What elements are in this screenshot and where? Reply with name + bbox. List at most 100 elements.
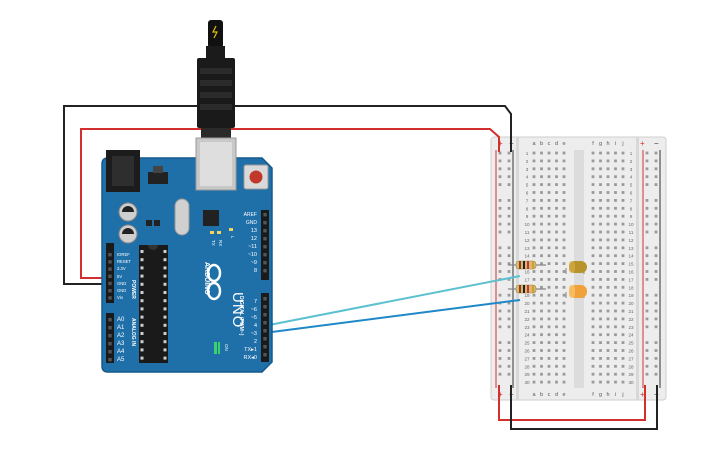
breadboard-hole[interactable] <box>540 333 543 337</box>
breadboard-hole[interactable] <box>555 151 558 155</box>
header-pin[interactable] <box>263 213 267 217</box>
breadboard-hole[interactable] <box>547 167 551 171</box>
rail-hole[interactable] <box>645 254 649 258</box>
breadboard-hole[interactable] <box>540 199 543 202</box>
rail-hole[interactable] <box>654 341 658 344</box>
breadboard-hole[interactable] <box>606 333 610 337</box>
breadboard-hole[interactable] <box>606 349 610 352</box>
breadboard-hole[interactable] <box>540 254 543 258</box>
rail-hole[interactable] <box>654 309 658 313</box>
rail-hole[interactable] <box>498 230 502 234</box>
rail-hole[interactable] <box>498 349 502 352</box>
breadboard-hole[interactable] <box>591 341 595 344</box>
rail-hole[interactable] <box>507 325 511 329</box>
rail-hole[interactable] <box>498 159 502 163</box>
header-pin[interactable] <box>263 245 267 249</box>
breadboard-hole[interactable] <box>555 206 558 210</box>
breadboard-hole[interactable] <box>621 262 625 265</box>
breadboard-hole[interactable] <box>606 214 610 218</box>
rail-hole[interactable] <box>645 222 649 226</box>
breadboard-hole[interactable] <box>606 341 610 344</box>
breadboard-hole[interactable] <box>621 341 625 344</box>
rail-hole[interactable] <box>654 159 658 163</box>
breadboard-hole[interactable] <box>606 301 610 305</box>
header-pin[interactable] <box>108 289 112 293</box>
breadboard-hole[interactable] <box>614 151 617 155</box>
arduino-uno[interactable]: ARDUINO UNO TX RX L ON <box>101 20 273 373</box>
breadboard-hole[interactable] <box>599 222 602 226</box>
rail-hole[interactable] <box>507 183 511 186</box>
header-pin[interactable] <box>263 321 267 325</box>
breadboard-hole[interactable] <box>591 206 595 210</box>
breadboard-hole[interactable] <box>547 285 551 289</box>
breadboard-hole[interactable] <box>532 254 536 258</box>
rail-hole[interactable] <box>654 357 658 360</box>
rail-hole[interactable] <box>645 199 649 202</box>
breadboard-hole[interactable] <box>555 159 558 163</box>
breadboard-hole[interactable] <box>562 270 566 273</box>
rail-hole[interactable] <box>654 151 658 155</box>
rail-hole[interactable] <box>645 159 649 163</box>
breadboard-hole[interactable] <box>555 317 558 321</box>
breadboard-hole[interactable] <box>614 159 617 163</box>
breadboard-hole[interactable] <box>599 325 602 329</box>
rail-hole[interactable] <box>498 175 502 179</box>
rail-hole[interactable] <box>507 372 511 376</box>
rail-hole[interactable] <box>645 262 649 265</box>
header-pin[interactable] <box>263 337 267 341</box>
breadboard-hole[interactable] <box>621 357 625 360</box>
breadboard-hole[interactable] <box>614 364 617 368</box>
rail-hole[interactable] <box>645 246 649 250</box>
wire-5v-red[interactable] <box>80 128 500 279</box>
breadboard-hole[interactable] <box>562 309 566 313</box>
header-pin[interactable] <box>263 229 267 233</box>
breadboard-hole[interactable] <box>591 175 595 179</box>
rail-hole[interactable] <box>645 183 649 186</box>
rail-hole[interactable] <box>654 214 658 218</box>
breadboard-hole[interactable] <box>555 333 558 337</box>
breadboard-hole[interactable] <box>532 270 536 273</box>
breadboard-hole[interactable] <box>547 357 551 360</box>
breadboard-hole[interactable] <box>606 293 610 297</box>
breadboard-hole[interactable] <box>547 175 551 179</box>
rail-hole[interactable] <box>498 293 502 297</box>
breadboard-hole[interactable] <box>606 325 610 329</box>
breadboard-hole[interactable] <box>555 222 558 226</box>
breadboard-hole[interactable] <box>606 230 610 234</box>
breadboard-hole[interactable] <box>555 309 558 313</box>
breadboard-hole[interactable] <box>606 270 610 273</box>
breadboard-hole[interactable] <box>621 230 625 234</box>
breadboard-hole[interactable] <box>547 230 551 234</box>
breadboard-hole[interactable] <box>547 199 551 202</box>
breadboard-hole[interactable] <box>547 246 551 250</box>
led-top[interactable] <box>565 261 587 274</box>
breadboard-hole[interactable] <box>606 183 610 186</box>
breadboard-hole[interactable] <box>540 167 543 171</box>
reset-button-cap[interactable] <box>249 170 263 184</box>
header-pin[interactable] <box>263 253 267 257</box>
breadboard-hole[interactable] <box>591 254 595 258</box>
header-pin[interactable] <box>108 296 112 300</box>
breadboard-hole[interactable] <box>555 349 558 352</box>
breadboard-hole[interactable] <box>591 270 595 273</box>
breadboard-hole[interactable] <box>599 206 602 210</box>
breadboard-hole[interactable] <box>547 183 551 186</box>
breadboard-hole[interactable] <box>614 183 617 186</box>
breadboard-hole[interactable] <box>562 293 566 297</box>
led-bottom[interactable] <box>565 285 587 298</box>
rail-hole[interactable] <box>645 301 649 305</box>
breadboard-hole[interactable] <box>562 183 566 186</box>
breadboard-hole[interactable] <box>614 206 617 210</box>
breadboard-hole[interactable] <box>547 380 551 384</box>
rail-hole[interactable] <box>498 183 502 186</box>
breadboard-hole[interactable] <box>621 270 625 273</box>
breadboard-hole[interactable] <box>591 238 595 242</box>
rail-hole[interactable] <box>654 372 658 376</box>
rail-hole[interactable] <box>645 309 649 313</box>
breadboard-hole[interactable] <box>547 222 551 226</box>
breadboard-hole[interactable] <box>562 167 566 171</box>
breadboard-hole[interactable] <box>621 325 625 329</box>
rail-hole[interactable] <box>507 278 511 281</box>
breadboard-hole[interactable] <box>614 349 617 352</box>
breadboard-hole[interactable] <box>621 317 625 321</box>
